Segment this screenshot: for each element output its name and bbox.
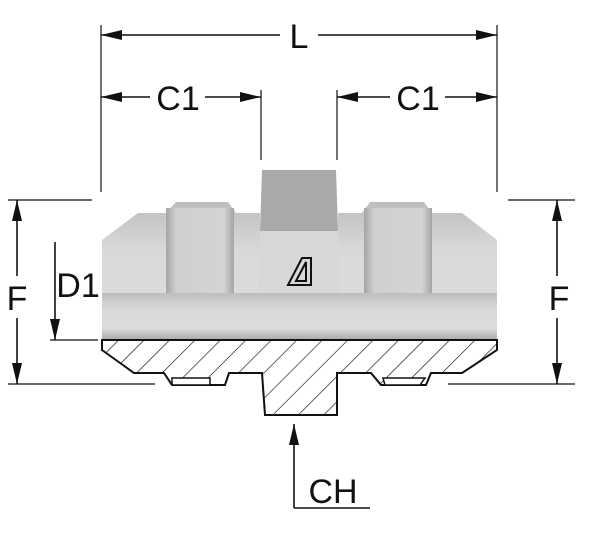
dimension-D1: D1: [50, 242, 100, 340]
dimension-C1-left: C1: [101, 80, 261, 118]
dimension-F-right: F: [549, 200, 570, 384]
label-F-left: F: [7, 280, 28, 318]
fitting-body: [102, 170, 497, 340]
label-CH: CH: [308, 473, 357, 511]
dimension-F-left: F: [7, 200, 28, 384]
dimension-CH: CH: [289, 424, 370, 511]
label-L: L: [290, 18, 309, 56]
label-C1-left: C1: [156, 80, 199, 118]
label-C1-right: C1: [396, 80, 439, 118]
dimension-C1-right: C1: [337, 80, 497, 118]
label-F-right: F: [549, 280, 570, 318]
dimension-L: L: [101, 18, 497, 56]
extension-lines: [8, 25, 575, 385]
brand-logo-icon: [286, 257, 312, 286]
label-D1: D1: [56, 267, 99, 305]
hex-top: [260, 170, 338, 231]
fitting-section: [101, 339, 498, 416]
